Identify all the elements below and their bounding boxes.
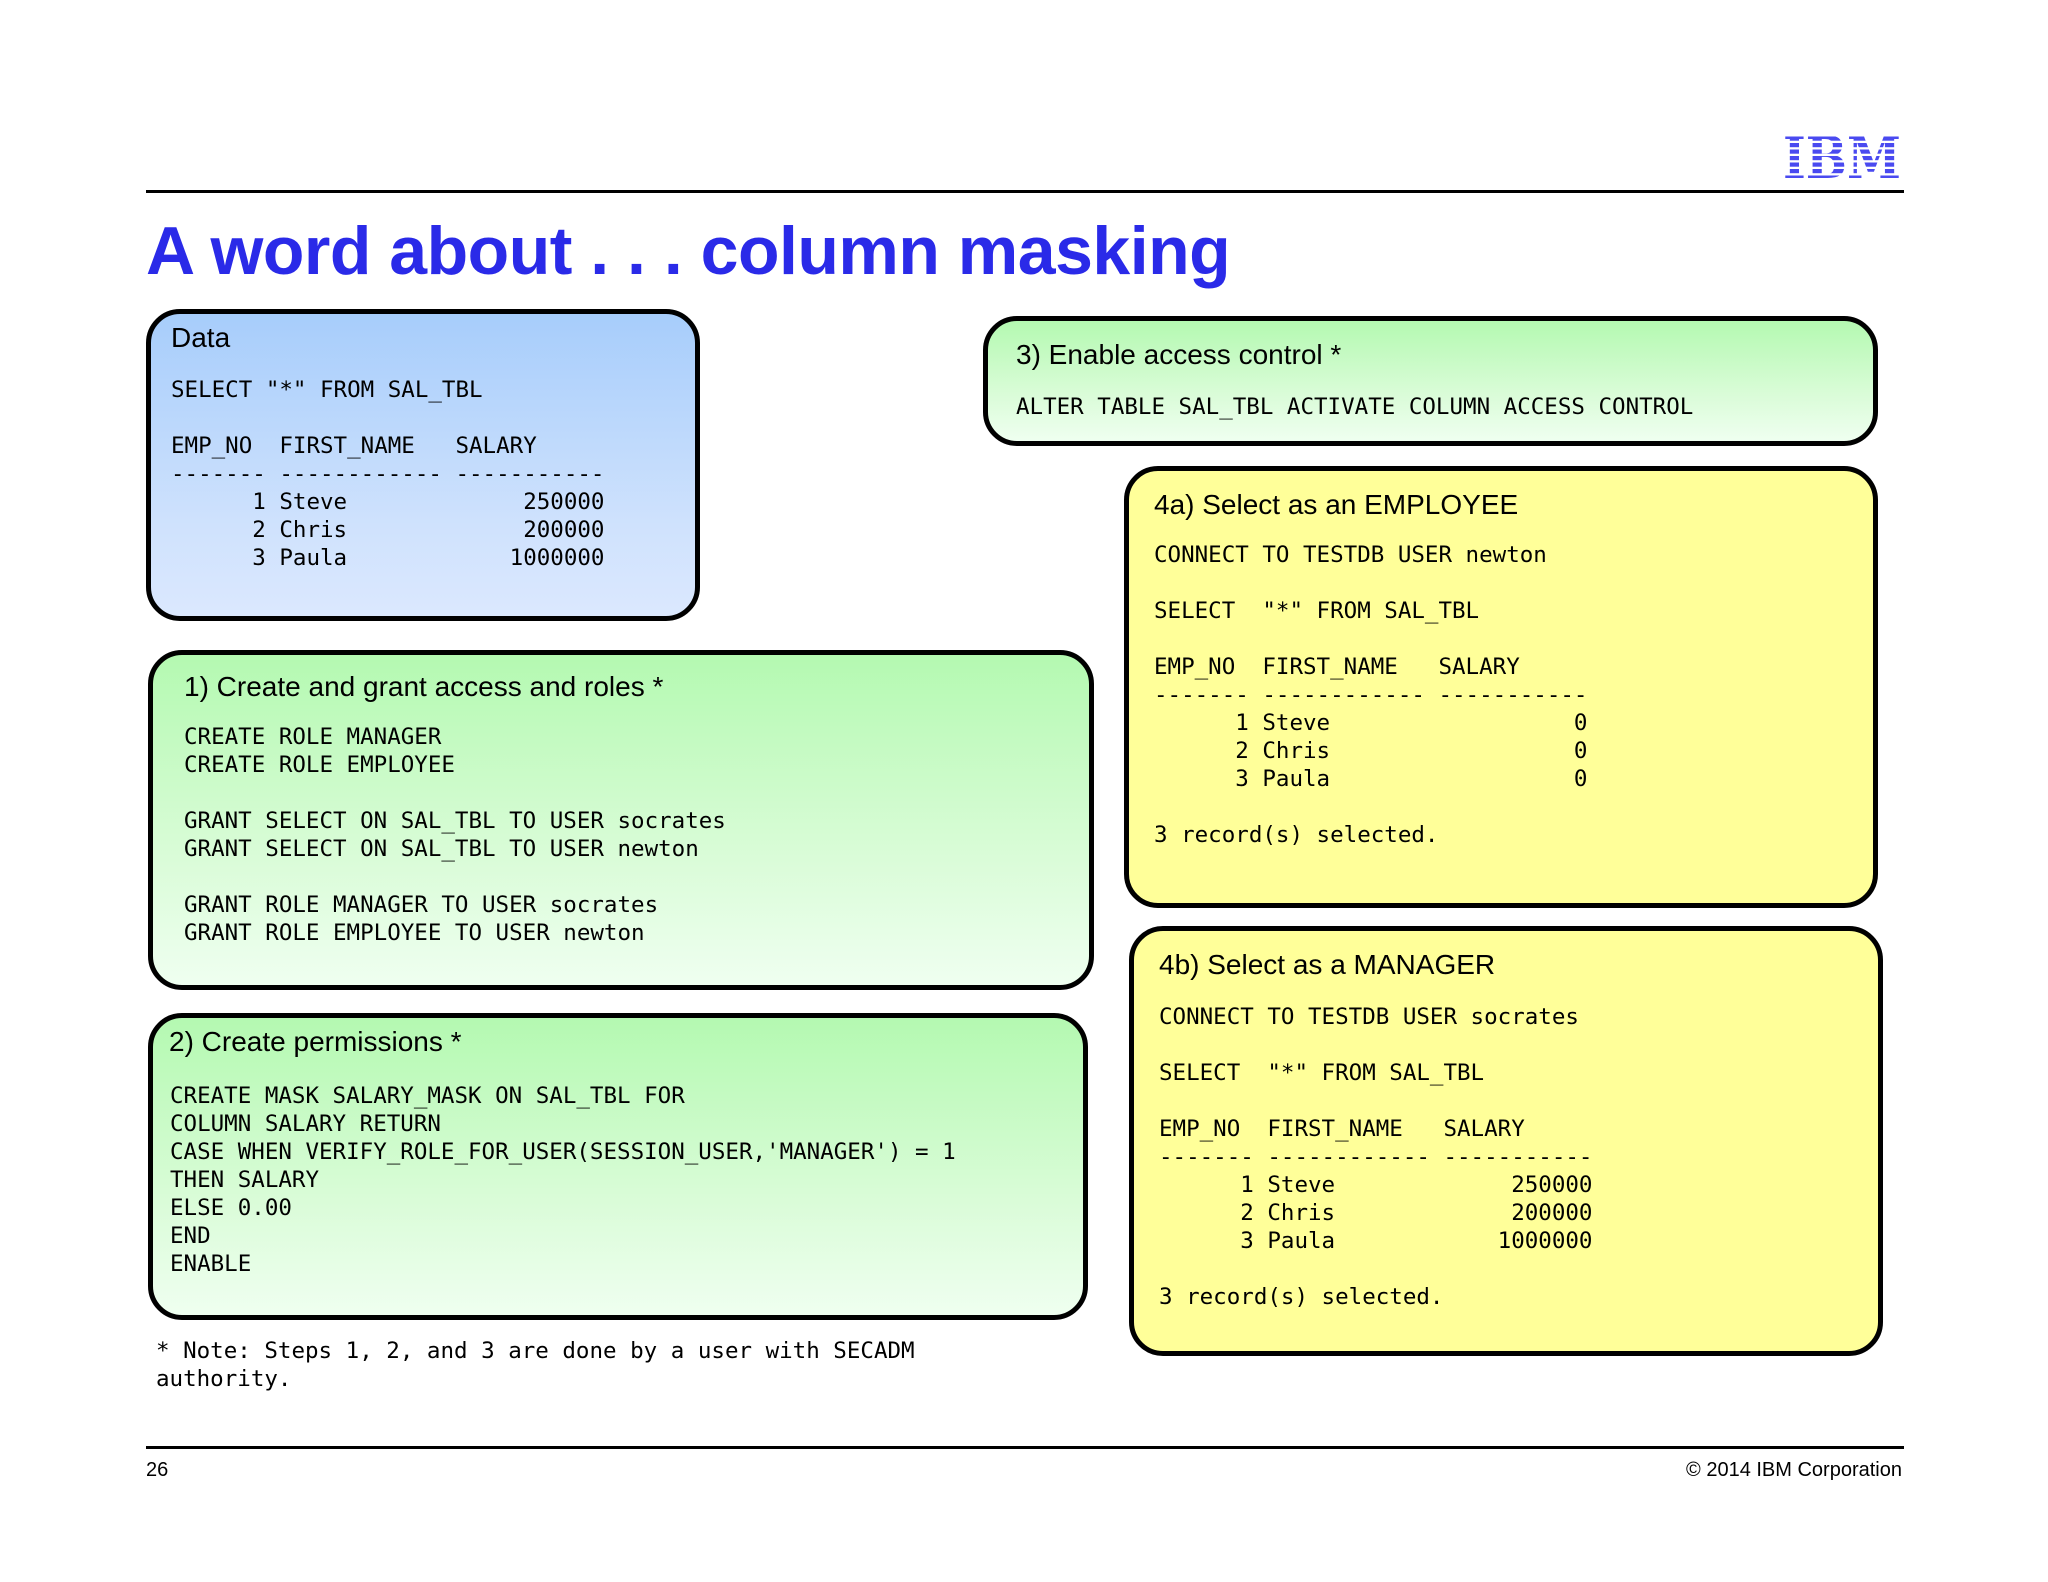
- footnote: * Note: Steps 1, 2, and 3 are done by a …: [156, 1338, 915, 1392]
- step4b-code: CONNECT TO TESTDB USER socrates SELECT "…: [1159, 1004, 1593, 1310]
- step4a-box: 4a) Select as an EMPLOYEE CONNECT TO TES…: [1124, 466, 1878, 908]
- step4a-code: CONNECT TO TESTDB USER newton SELECT "*"…: [1154, 542, 1588, 848]
- step2-title: 2) Create permissions *: [169, 1026, 462, 1057]
- header-divider: [146, 190, 1904, 193]
- ibm-logo-text: IBM: [1783, 130, 1901, 182]
- step1-title: 1) Create and grant access and roles *: [184, 671, 664, 702]
- copyright: © 2014 IBM Corporation: [1686, 1459, 1902, 1481]
- data-box: Data SELECT "*" FROM SAL_TBL EMP_NO FIRS…: [146, 309, 700, 621]
- ibm-logo: IBM: [1783, 130, 1901, 182]
- slide-title: A word about . . . column masking: [146, 213, 1231, 289]
- step4b-title: 4b) Select as a MANAGER: [1159, 949, 1496, 980]
- step2-code: CREATE MASK SALARY_MASK ON SAL_TBL FOR C…: [170, 1083, 956, 1277]
- step3-code: ALTER TABLE SAL_TBL ACTIVATE COLUMN ACCE…: [1016, 394, 1694, 420]
- step4b-box: 4b) Select as a MANAGER CONNECT TO TESTD…: [1129, 926, 1883, 1356]
- step2-box: 2) Create permissions * CREATE MASK SALA…: [148, 1013, 1088, 1320]
- page-number: 26: [146, 1459, 169, 1481]
- footer-divider: [146, 1446, 1904, 1449]
- data-box-code: SELECT "*" FROM SAL_TBL EMP_NO FIRST_NAM…: [171, 377, 605, 571]
- step4a-title: 4a) Select as an EMPLOYEE: [1154, 489, 1519, 520]
- step1-code: CREATE ROLE MANAGER CREATE ROLE EMPLOYEE…: [184, 724, 726, 946]
- data-box-title: Data: [171, 322, 231, 353]
- step3-title: 3) Enable access control *: [1016, 339, 1342, 370]
- step3-box: 3) Enable access control * ALTER TABLE S…: [983, 316, 1878, 446]
- step1-box: 1) Create and grant access and roles * C…: [148, 650, 1094, 990]
